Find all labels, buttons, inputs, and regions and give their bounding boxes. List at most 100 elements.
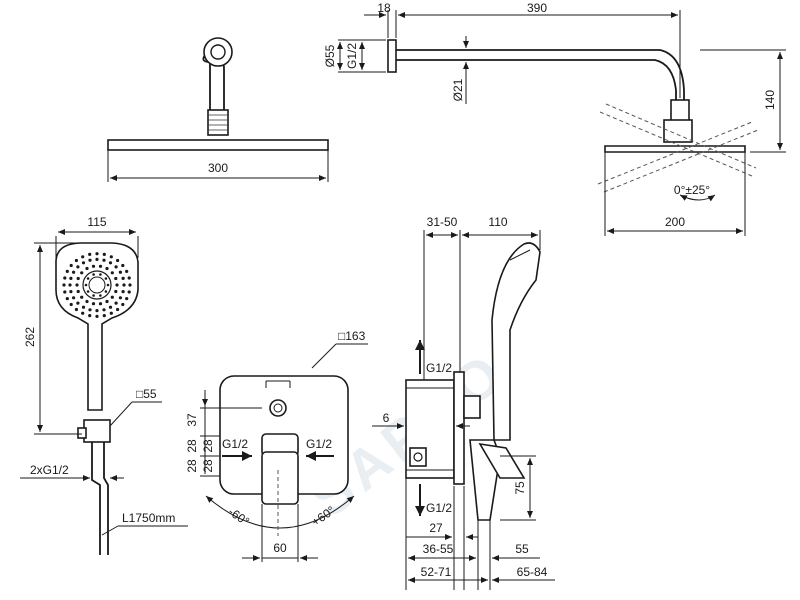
nozzle-dot: [95, 252, 99, 256]
nozzle-dot: [63, 290, 67, 294]
nozzle-dot: [92, 273, 95, 276]
nozzle-dot: [104, 290, 108, 293]
nozzle-dot: [127, 276, 131, 280]
nozzle-dot: [115, 283, 119, 287]
nozzle-dot: [114, 301, 118, 305]
tilt-angle-label: 0°±25°: [674, 183, 710, 197]
nozzle-dot: [76, 301, 80, 305]
nozzle-dot: [98, 302, 103, 306]
hand-shower-height-label: 262: [23, 327, 37, 347]
nozzle-dot: [76, 289, 80, 294]
nozzle-dot: [95, 314, 99, 318]
nozzle-dot: [108, 305, 113, 309]
nozzle-dot: [121, 263, 125, 268]
head-width-200-label: 200: [665, 215, 685, 229]
nozzle-dot: [88, 252, 92, 256]
nozzle-dot: [74, 307, 78, 312]
mixer-dim-37-label: 37: [185, 413, 199, 427]
nozzle-dot: [69, 276, 73, 280]
nozzle-dot: [104, 277, 108, 280]
nozzle-dot: [91, 264, 96, 268]
nozzle-dot: [80, 295, 84, 299]
hose-thread-label: 2xG1/2: [30, 463, 69, 477]
nozzle-dot: [98, 264, 103, 268]
nozzle-pattern: [62, 252, 132, 318]
rotation-left-label: -60°: [226, 505, 252, 529]
nozzle-dot: [109, 255, 113, 259]
dim-52-71-label: 52-71: [421, 565, 452, 579]
nozzle-dot: [102, 258, 106, 262]
lever-width-60-label: 60: [273, 541, 287, 555]
nozzle-dot: [125, 297, 129, 301]
nozzle-dot: [85, 299, 89, 304]
spray-nozzle-dots: [82, 270, 112, 300]
nozzle-dot: [118, 270, 122, 274]
nozzle-dot: [127, 290, 131, 294]
outlet-down-label: G1/2: [426, 501, 452, 515]
head-width-300-label: 300: [208, 161, 228, 175]
nozzle-dot: [95, 309, 99, 313]
nozzle-dot: [122, 283, 126, 287]
hose-length-label: L1750mm: [122, 511, 175, 525]
nozzle-dot: [91, 302, 96, 306]
nozzle-dot: [102, 308, 106, 312]
nozzle-dot: [95, 257, 99, 261]
nozzle-dot: [99, 273, 102, 276]
nozzle-dot: [121, 302, 125, 307]
holder-depth-110-label: 110: [488, 215, 507, 229]
dim-75-label: 75: [513, 481, 527, 495]
outlet-up-label: G1/2: [426, 361, 452, 375]
nozzle-dot: [72, 270, 76, 274]
plate-size-label: □163: [338, 329, 366, 343]
wall-depth-31-50-label: 31-50: [427, 215, 458, 229]
nozzle-dot: [116, 258, 120, 263]
nozzle-dot: [125, 269, 129, 273]
nozzle-dot: [118, 296, 122, 300]
nozzle-dot: [88, 258, 92, 262]
flange-thread-label: G1/2: [345, 43, 359, 69]
drop-height-140-label: 140: [763, 90, 777, 110]
nozzle-dot: [88, 308, 92, 312]
nozzle-dot: [92, 294, 95, 297]
nozzle-dot: [68, 283, 72, 287]
nozzle-dot: [121, 290, 125, 294]
nozzle-dot: [72, 296, 76, 300]
flange-diameter-label: Ø55: [323, 44, 337, 67]
nozzle-dot: [69, 263, 73, 268]
dim-36-55-label: 36-55: [423, 542, 454, 556]
inlet-right-label: G1/2: [306, 437, 332, 451]
nozzle-dot: [75, 283, 79, 287]
dim-65-84-label: 65-84: [517, 565, 548, 579]
nozzle-dot: [65, 297, 69, 301]
mixer-dim-28b-label: 28: [185, 459, 199, 473]
nozzle-dot: [85, 266, 89, 271]
nozzle-dot: [65, 269, 69, 273]
nozzle-dot: [81, 261, 86, 265]
nozzle-dot: [62, 283, 66, 287]
nozzle-dot: [88, 314, 92, 318]
nozzle-dot: [81, 311, 85, 315]
nozzle-dot: [69, 302, 73, 307]
nozzle-dot: [105, 266, 109, 271]
nozzle-dot: [110, 295, 114, 299]
arm-diameter-label: Ø21: [451, 78, 465, 101]
inlet-left-label: G1/2: [222, 437, 248, 451]
mixer-side-view: G1/2 G1/2 31-50 110 6 75 27 36-55 55: [372, 215, 555, 590]
nozzle-dot: [76, 265, 80, 269]
dim-6-label: 6: [383, 411, 390, 425]
nozzle-dot: [86, 290, 90, 293]
nozzle-dot: [128, 283, 132, 287]
nozzle-dot: [105, 299, 109, 304]
mixer-dim-28d-label: 28: [201, 459, 215, 473]
mixer-front-view: □163 37 28 28 28 28 G1/2 G1/2 -60° +60° …: [185, 329, 368, 562]
nozzle-dot: [116, 307, 120, 312]
nozzle-dot: [114, 276, 118, 281]
nozzle-dot: [81, 255, 85, 259]
nozzle-dot: [114, 289, 118, 294]
nozzle-dot: [69, 290, 73, 294]
dim-27-label: 27: [429, 521, 443, 535]
nozzle-dot: [110, 271, 114, 275]
nozzle-dot: [114, 265, 118, 269]
nozzle-dot: [121, 276, 125, 280]
